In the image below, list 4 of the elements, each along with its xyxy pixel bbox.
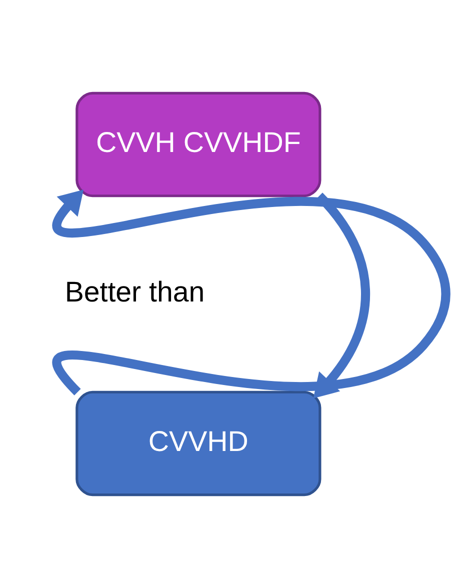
node-box: CVVHD [76,390,322,496]
node-box: CVVH CVVHDF [76,91,322,197]
label: Better than [64,276,205,308]
arrow [54,189,450,395]
